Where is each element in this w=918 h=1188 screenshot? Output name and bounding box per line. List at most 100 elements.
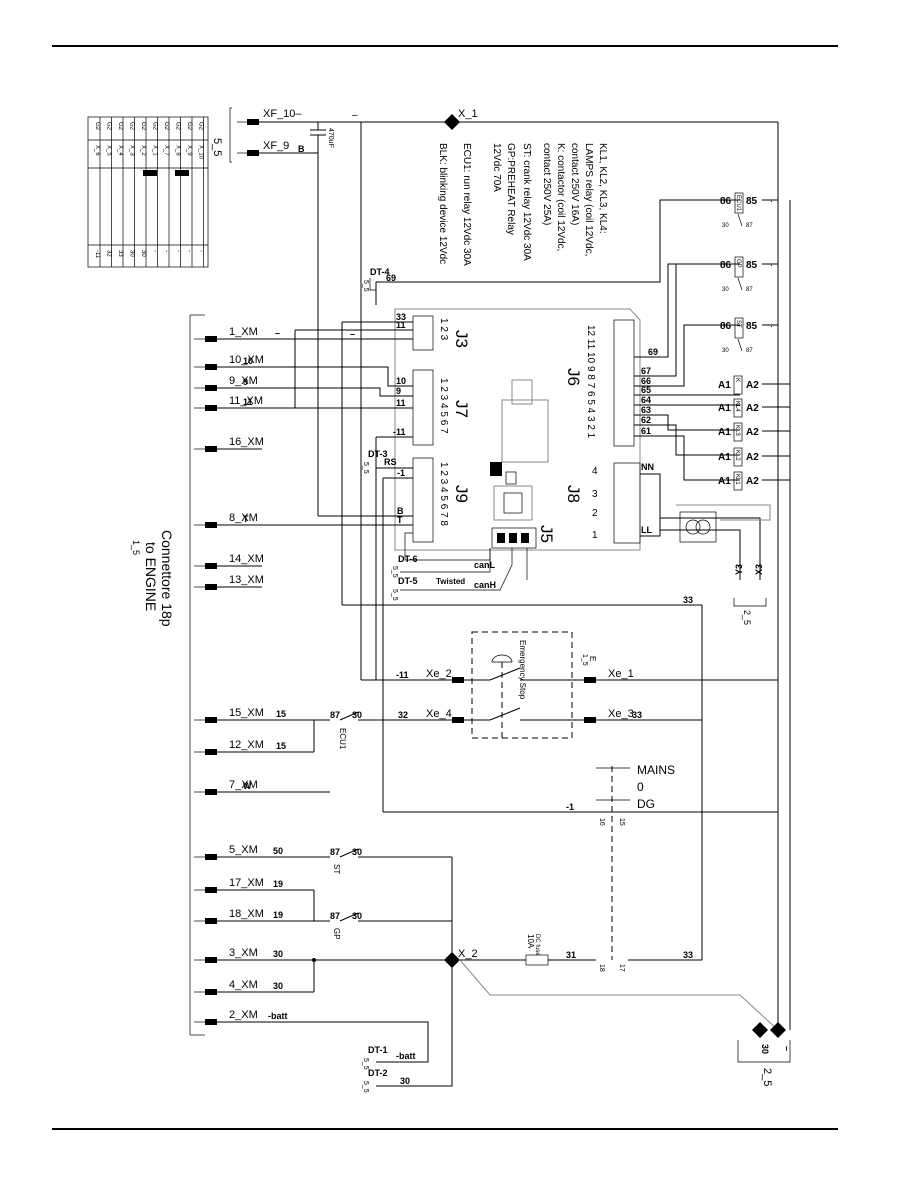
relay-dot: . [770, 258, 773, 269]
xm-pin-wire: 19 [273, 879, 283, 889]
dt1-wire: -batt [396, 1051, 416, 1061]
switch-18: 18 [598, 964, 605, 972]
emergency-stop: Emergency Stop -11 Xe_2 E 1_5 Xe_1 87 30… [215, 631, 778, 753]
note-line: 12Vdc 70A [491, 143, 502, 192]
j9-wire-t: T [397, 515, 403, 525]
j6-wire-63: 63 [641, 405, 651, 415]
table-cell: G2 [163, 122, 169, 131]
xm-pin-terminal [205, 364, 217, 370]
x3-label: X3 [754, 564, 764, 575]
j7-title: J7 [452, 400, 471, 418]
lamp-name: KL2 [734, 450, 740, 461]
relay-coil [734, 192, 744, 214]
xm-pin-label: 12_XM [229, 739, 264, 751]
xm-pin-wire: 30 [273, 981, 283, 991]
xm-pin-terminal [205, 522, 217, 528]
xm-pin-wire: – [275, 328, 280, 338]
ecu-contact-30: 30 [352, 710, 362, 720]
xm-pin-label: 7_XM [229, 779, 258, 791]
j8-pin-1: 1 [592, 530, 598, 541]
xm-pin-wire: W [243, 781, 252, 791]
relay-pin-87: 87 [746, 287, 753, 293]
ecu-contact-name: ECU1 [338, 728, 347, 750]
lamp-coil [733, 375, 743, 395]
xm-pin-label: 16_XM [229, 436, 264, 448]
lamp-a1: A1 [718, 403, 731, 414]
xm-pin-label: 11_XM [229, 395, 263, 407]
estop-xe3: Xe_3 [608, 708, 634, 720]
connector-title-1: Connettore 18p [159, 530, 175, 627]
table-cell: X_7 [163, 145, 169, 156]
wire-m1: -1 [566, 802, 574, 812]
j7-wire-10: 10 [396, 376, 406, 386]
relay-name: GP [735, 259, 741, 268]
lamp-coil [733, 471, 743, 491]
table-cell: G2 [198, 122, 204, 131]
lamp-a2: A2 [746, 476, 759, 487]
table-cell: X_9 [186, 145, 192, 156]
j5-title: J5 [537, 525, 556, 543]
xf10-label: XF_10– [263, 108, 302, 120]
relay-name: ECU1 [735, 195, 741, 212]
table-cell: 30 [140, 250, 146, 257]
note-line: LAMPS relay (coil 12Vdc, [583, 143, 594, 256]
xm-pin-wire: 11 [243, 397, 253, 407]
xm-pin-terminal [205, 749, 217, 755]
xm-pin-label: 10_XM [229, 354, 264, 366]
xm-pin-label: 2_XM [229, 1009, 258, 1021]
dt5-wire: canH [474, 580, 496, 590]
j7-pins: 1 2 3 4 5 6 7 [438, 378, 449, 434]
xm-pin-wire: T [243, 514, 249, 524]
top-rule [52, 45, 838, 47]
j6-title: J6 [564, 368, 583, 386]
bottom-wiring: 87 30 ST 87 30 GP X_2 DC fuse 10A 31 33 … [215, 847, 792, 1086]
note-line: GP:PREHEAT Relay [505, 143, 516, 235]
xm-pin-label: 4_XM [229, 979, 258, 991]
xm-pin-label: 5_XM [229, 844, 258, 856]
xm-pin-label: 18_XM [229, 908, 264, 920]
connector-sub: 1_5 [131, 540, 141, 555]
estop-xe4: Xe_4 [426, 708, 452, 720]
table-cell: G2 [106, 122, 112, 131]
st-30: 30 [352, 847, 362, 857]
gp-87: 87 [330, 911, 340, 921]
relay-pin-85: 85 [746, 321, 758, 332]
j6-wire-65: 65 [641, 385, 651, 395]
table-cell: - [152, 250, 158, 252]
lamp-a2: A2 [746, 452, 759, 463]
j7-wire-9: 9 [396, 386, 401, 396]
lamp-coil [733, 422, 743, 442]
table-cell: X_10 [198, 145, 204, 160]
xm-pin-terminal [205, 563, 217, 569]
xf9-label: XF_9 [263, 140, 289, 152]
xm-pin-label: 8_XM [229, 512, 258, 524]
relay-dot: . [770, 194, 773, 205]
j6-wiring: 69 67 66 65 64 63 62 61 NN LL Y3 X3 2_5 [634, 263, 771, 625]
xm-pin-wire: 10 [243, 356, 253, 366]
xm-pin-terminal [205, 918, 217, 924]
xm-pin-label: 9_XM [229, 375, 258, 387]
estop-w33: 33 [632, 710, 642, 720]
xm-pin-terminal [205, 717, 217, 723]
fuse-value: 10A [526, 934, 535, 949]
wire-31: 31 [566, 950, 576, 960]
table-cell: X_8 [175, 145, 181, 156]
j3-title: J3 [452, 330, 471, 348]
lamp-a2: A2 [746, 427, 759, 438]
table-cell: G2 [175, 122, 181, 131]
table-cell: X_4 [117, 145, 123, 156]
y3-label: Y3 [734, 564, 744, 575]
wire-33-mid: 33 [683, 595, 693, 605]
table-cell: - [186, 250, 192, 252]
j6-wire-67: 67 [641, 366, 651, 376]
table-cell: G2 [94, 122, 100, 131]
dt4-name: DT-4 [370, 267, 390, 277]
estop-e: E [588, 656, 597, 661]
switch-zero: 0 [637, 780, 644, 794]
st-name: ST [332, 864, 341, 874]
wire-33-bottom: 33 [683, 950, 693, 960]
top-wiring: 5_5 XF_10– XF_9 B 470uF – X_1 [211, 107, 778, 680]
xm-pin-label: 1_XM [229, 326, 258, 338]
